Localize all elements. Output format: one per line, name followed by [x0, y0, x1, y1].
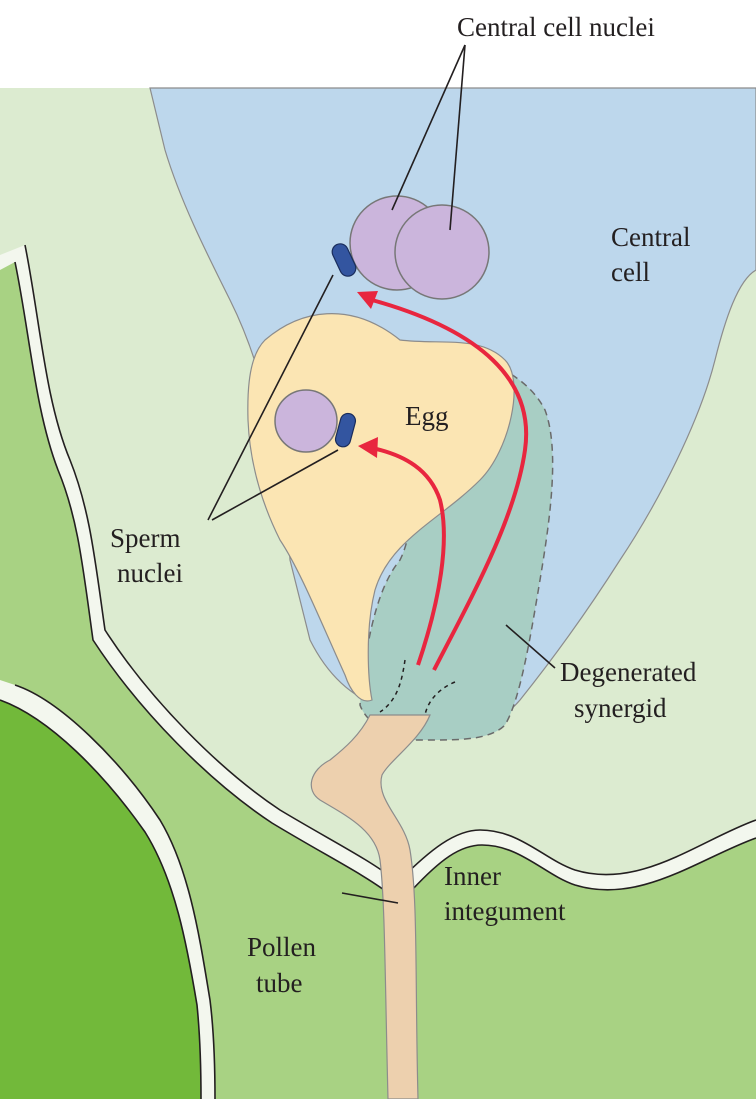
label-inner-integument-line1: Inner: [444, 861, 501, 891]
label-pollen-tube-line2: tube: [256, 968, 303, 998]
label-egg: Egg: [405, 401, 449, 431]
label-central-cell-nuclei: Central cell nuclei: [457, 12, 655, 42]
label-sperm-nuclei-line2: nuclei: [117, 558, 183, 588]
label-central-cell-line2: cell: [611, 257, 650, 287]
label-central-cell-line1: Central: [611, 222, 690, 252]
central-cell-nucleus-2: [395, 205, 489, 299]
label-inner-integument-line2: integument: [444, 896, 566, 926]
egg-nucleus: [275, 390, 337, 452]
label-degenerated-line1: Degenerated: [560, 657, 697, 687]
label-pollen-tube-line1: Pollen: [247, 932, 317, 962]
label-sperm-nuclei-line1: Sperm: [110, 523, 181, 553]
label-degenerated-line2: synergid: [574, 693, 667, 723]
